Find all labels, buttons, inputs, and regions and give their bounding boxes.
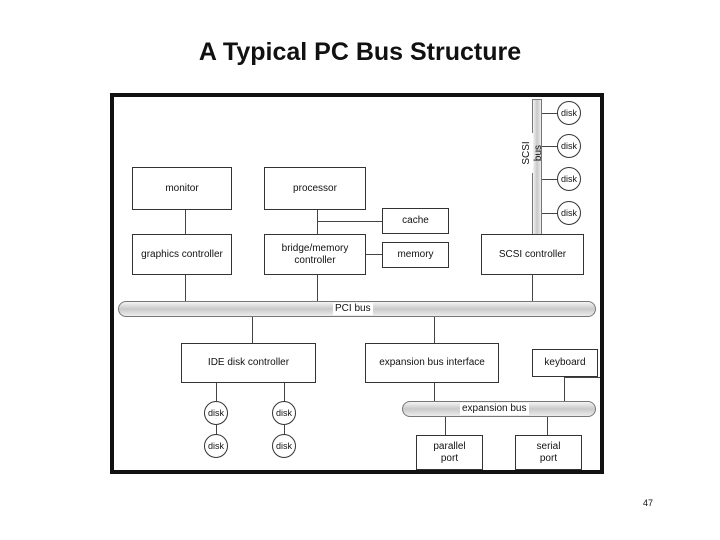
memory-box: memory	[382, 242, 449, 268]
line-scsi-pci	[532, 275, 533, 304]
line-keyboard-right	[564, 377, 600, 378]
scsi-disk-1: disk	[557, 101, 581, 125]
scsi-disk-2: disk	[557, 134, 581, 158]
parallel-port-box: parallel port	[416, 435, 483, 470]
bus-structure-diagram: SCSI bus disk disk disk disk monitor pro…	[110, 93, 604, 474]
line-ide-disk-left	[216, 383, 217, 413]
line-pci-ide	[252, 316, 253, 343]
line-keyboard-expansion-bus	[564, 377, 565, 403]
expansion-bus-label: expansion bus	[460, 403, 529, 415]
monitor-box: monitor	[132, 167, 232, 210]
line-processor-bridge	[317, 210, 318, 234]
expansion-bus-interface-box: expansion bus interface	[365, 343, 499, 383]
bridge-memory-controller-box: bridge/memory controller	[264, 234, 366, 275]
line-ide-disk-right	[284, 383, 285, 413]
line-interface-expansion-bus	[434, 383, 435, 403]
line-graphics-pci	[185, 275, 186, 304]
scsi-bus	[532, 99, 542, 235]
keyboard-box: keyboard	[532, 349, 598, 377]
line-expansion-bus-parallel	[445, 415, 446, 435]
line-scsi-disk-1	[542, 113, 558, 114]
line-expansion-bus-serial	[547, 415, 548, 435]
scsi-disk-4: disk	[557, 201, 581, 225]
pci-bus-label: PCI bus	[333, 303, 373, 315]
ide-disk-1: disk	[204, 401, 228, 425]
line-bridge-pci	[317, 275, 318, 304]
line-pci-expansion-interface	[434, 316, 435, 343]
scsi-disk-3: disk	[557, 167, 581, 191]
line-scsi-disk-3	[542, 179, 558, 180]
line-disk-right-chain	[284, 425, 285, 435]
ide-disk-3: disk	[204, 434, 228, 458]
page-number: 47	[643, 498, 654, 508]
line-monitor-graphics	[185, 210, 186, 234]
slide-title: A Typical PC Bus Structure	[198, 38, 522, 66]
cache-box: cache	[382, 208, 449, 234]
ide-disk-4: disk	[272, 434, 296, 458]
graphics-controller-box: graphics controller	[132, 234, 232, 275]
line-scsi-disk-4	[542, 213, 558, 214]
line-bridge-memory	[366, 254, 382, 255]
diagram-canvas: SCSI bus disk disk disk disk monitor pro…	[114, 97, 600, 470]
scsi-bus-label: SCSI bus	[521, 133, 544, 173]
ide-disk-controller-box: IDE disk controller	[181, 343, 316, 383]
serial-port-box: serial port	[515, 435, 582, 470]
scsi-controller-box: SCSI controller	[481, 234, 584, 275]
processor-box: processor	[264, 167, 366, 210]
ide-disk-2: disk	[272, 401, 296, 425]
line-disk-left-chain	[216, 425, 217, 435]
line-bridge-cache	[317, 221, 382, 222]
line-scsi-disk-2	[542, 146, 558, 147]
